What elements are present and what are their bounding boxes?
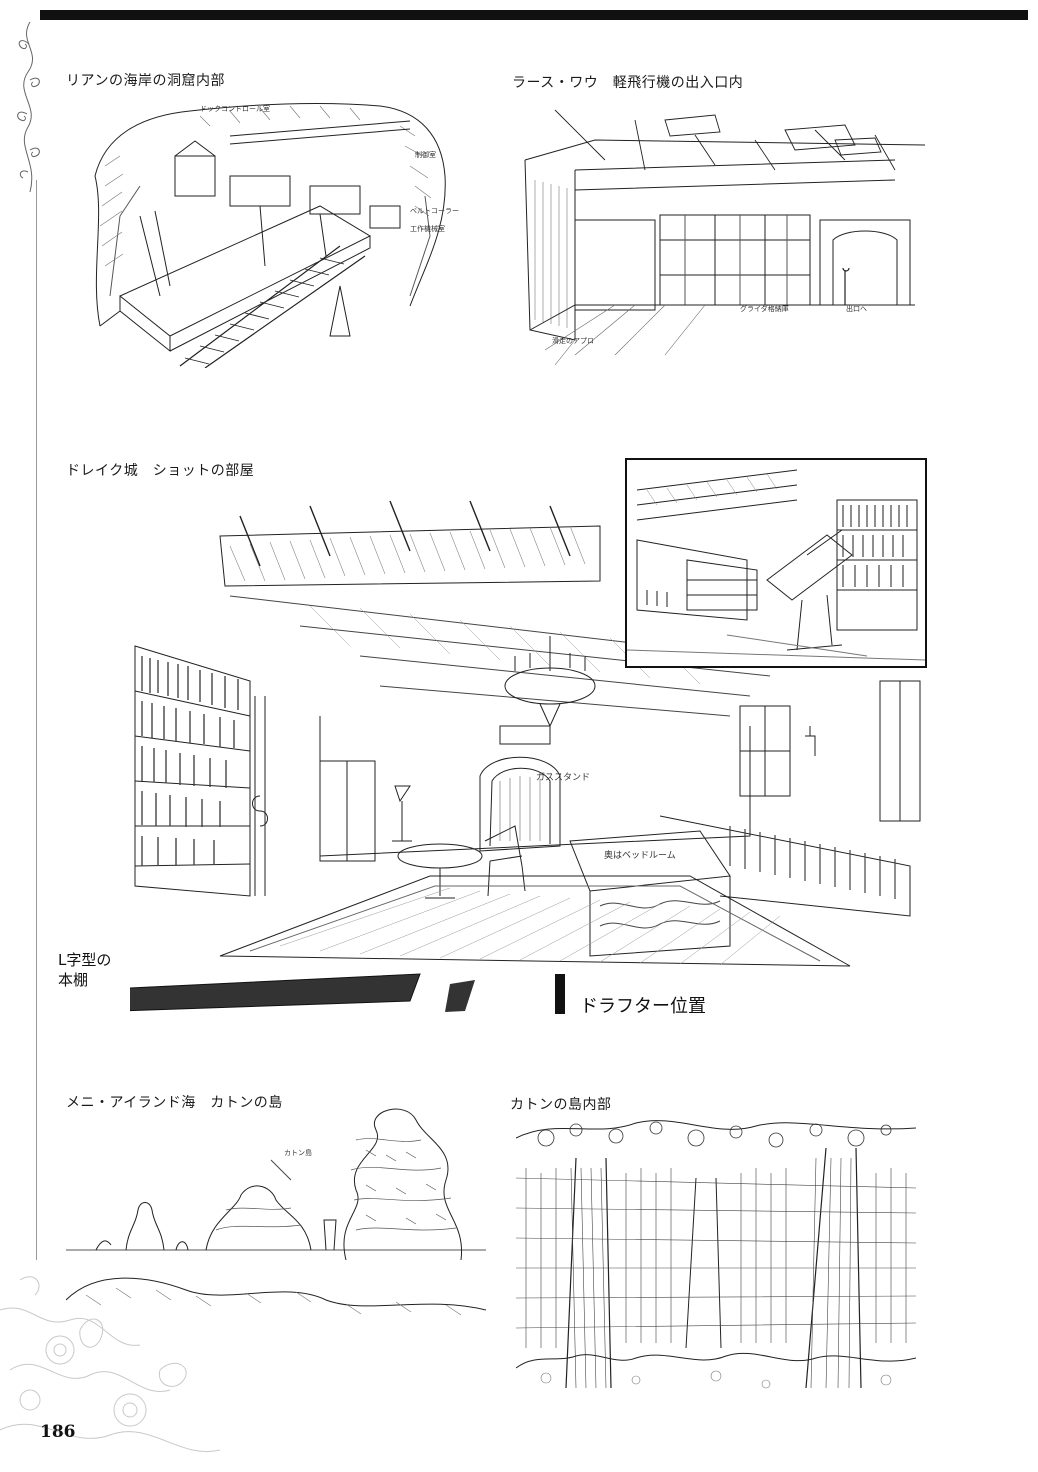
hangar-entrance-sketch — [515, 100, 935, 372]
hangar-note-glider: グライダ格納庫 — [740, 305, 789, 313]
room-note-gas-stand: ガススタンド — [536, 773, 591, 783]
cave-note-belt: ベルトコーラー — [410, 207, 459, 215]
top-border-bar — [40, 10, 1028, 20]
jungle-interior-sketch — [516, 1118, 916, 1400]
vine-ornament-icon — [8, 21, 48, 193]
room-inset-sketch — [625, 458, 927, 668]
hangar-note-approach: 滑走のアプロ — [552, 337, 594, 345]
hangar-note-exit: 出口へ — [846, 305, 867, 313]
cave-caption: リアンの海岸の洞窟内部 — [66, 73, 225, 89]
island-sketch — [66, 1100, 486, 1340]
floral-corner-ornament-icon — [0, 1250, 230, 1468]
cave-note-control: 制御室 — [415, 151, 436, 159]
cave-interior-sketch — [80, 96, 450, 368]
shot-room-sketch — [130, 496, 930, 1016]
room-note-bedroom: 奥はベッドルーム — [604, 851, 676, 861]
hangar-caption: ラース・ワウ 軽飛行機の出入口内 — [512, 75, 744, 91]
island-note-katon: カトン島 — [284, 1149, 312, 1157]
jungle-caption: カトンの島内部 — [510, 1097, 612, 1113]
room-note-drafter: ドラフター位置 — [580, 996, 706, 1017]
cave-note-control-room: ドックコントロール室 — [200, 105, 270, 113]
page-number: 186 — [40, 1422, 76, 1442]
island-caption: メニ・アイランド海 カトンの島 — [66, 1095, 283, 1111]
margin-rule — [36, 180, 37, 1260]
room-note-bookshelf: L字型の 本棚 — [58, 951, 112, 989]
cave-note-workshop: 工作機械室 — [410, 225, 445, 233]
room-caption: ドレイク城 ショットの部屋 — [66, 463, 255, 479]
